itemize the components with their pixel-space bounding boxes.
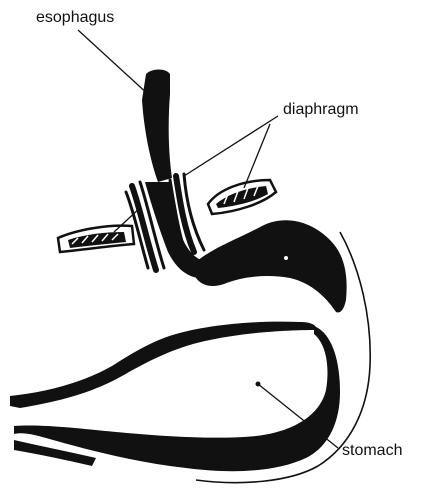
- stomach-fundus: [196, 220, 347, 312]
- esophagus-leader-line: [78, 30, 150, 96]
- diaphragm-leader-line-1: [184, 116, 278, 176]
- diaphragm-leader-line-2: [244, 124, 270, 188]
- diaphragm-right-fragment: [208, 180, 276, 214]
- diaphragm-left-fragment: [58, 226, 134, 252]
- esophagus-tube: [142, 70, 172, 183]
- esophagus-label: esophagus: [36, 10, 114, 26]
- diaphragm-label: diaphragm: [283, 102, 359, 118]
- stomach-label: stomach: [342, 443, 402, 459]
- stomach-inner-wall: [10, 322, 316, 408]
